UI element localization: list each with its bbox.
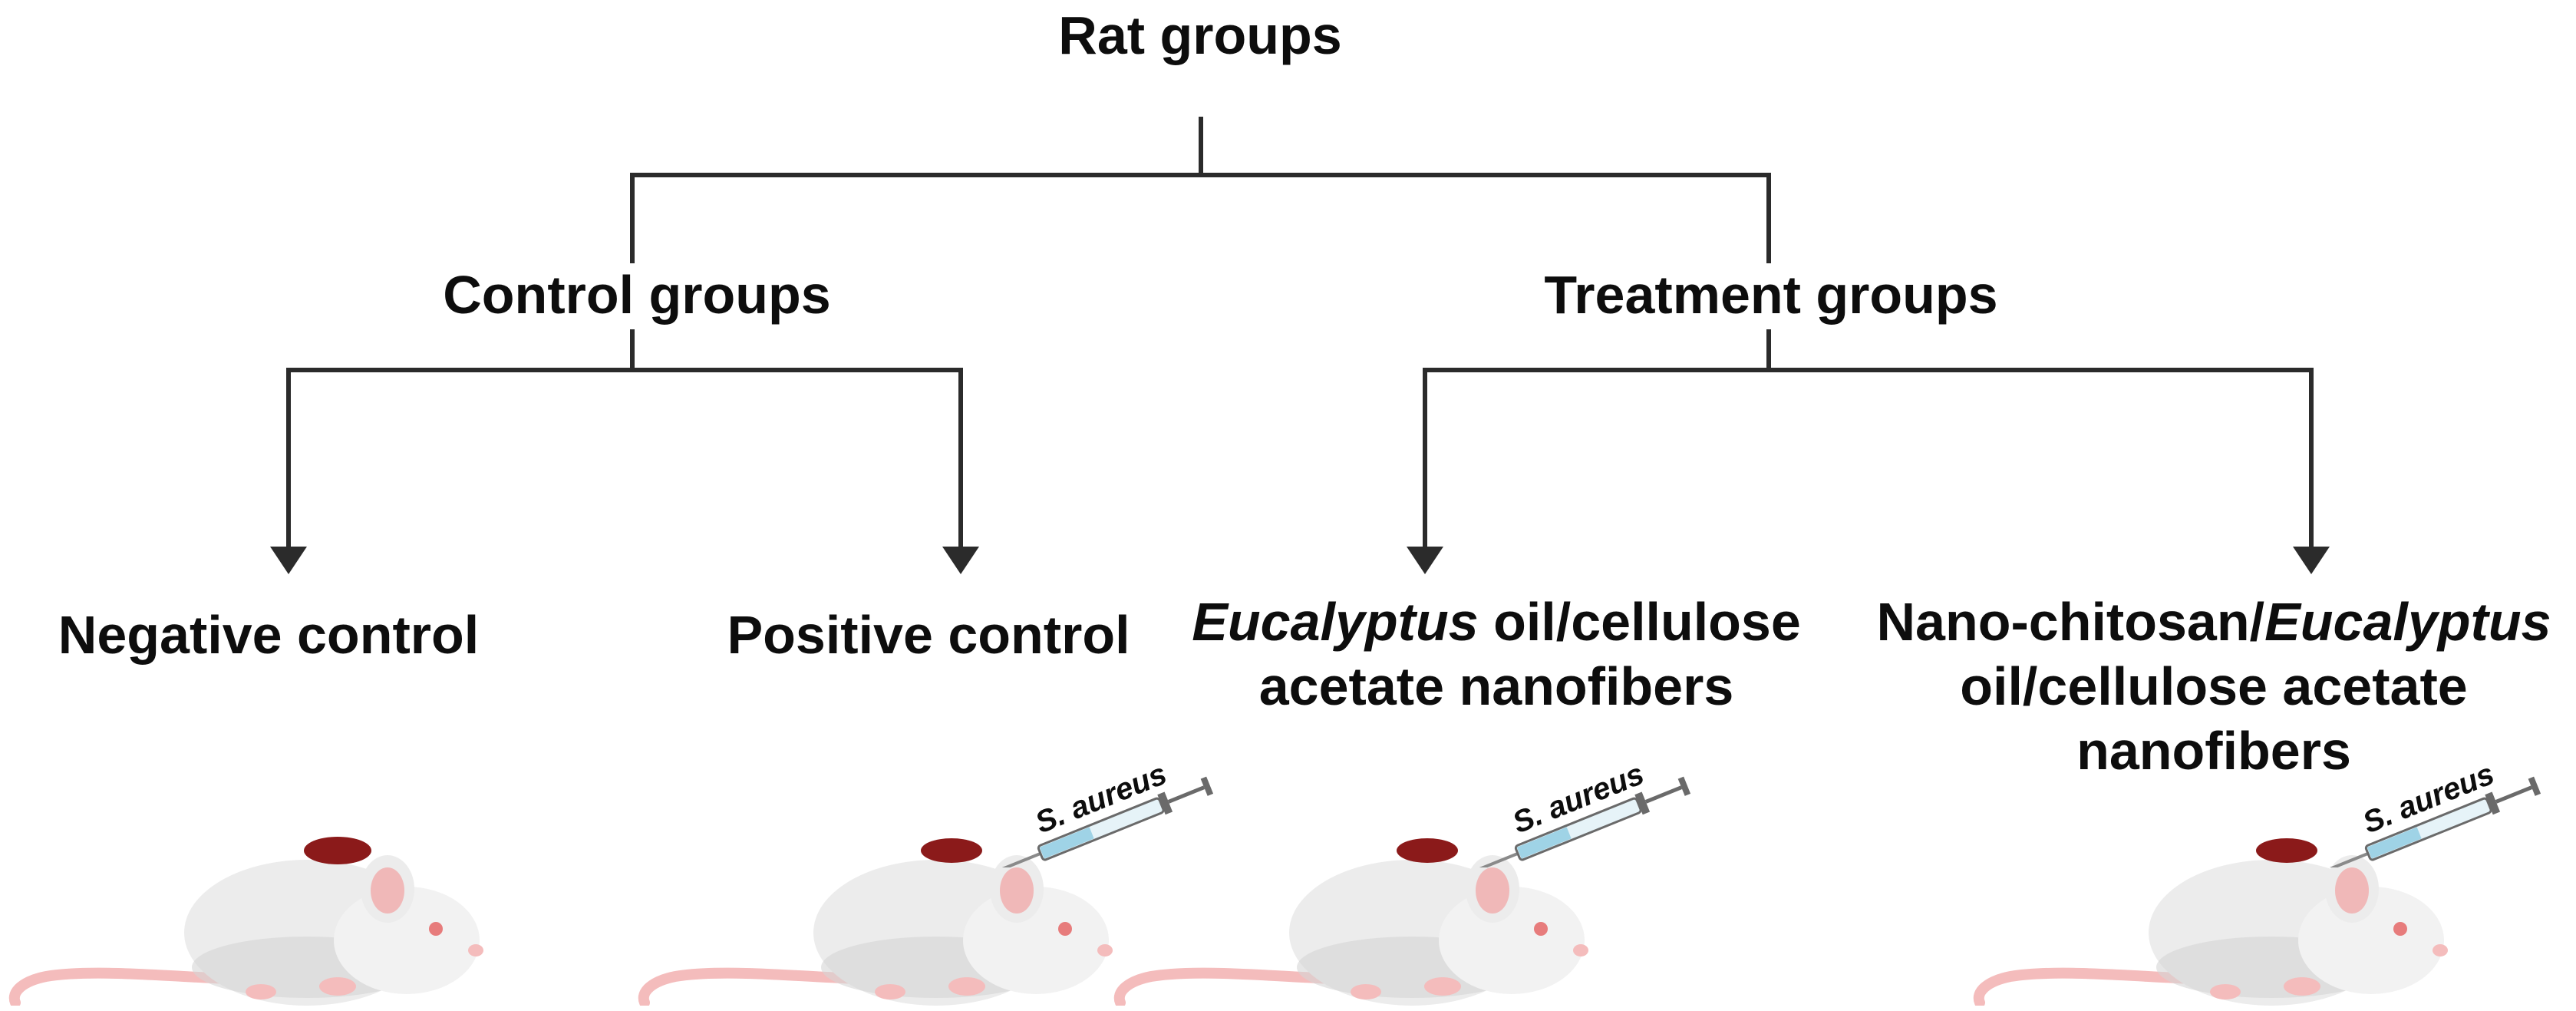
eucalyptus-label-line1: Eucalyptus oil/cellulose bbox=[1151, 590, 1842, 654]
nano-label-line3: nanofibers bbox=[2076, 721, 2351, 781]
eucalyptus-label-line2: acetate nanofibers bbox=[1258, 656, 1734, 716]
nano-chitosan-group-label: Nano-chitosan/Eucalyptus oil/cellulose a… bbox=[1857, 590, 2571, 783]
rat-icon bbox=[638, 838, 1113, 1006]
wound-icon bbox=[1397, 838, 1458, 863]
arrow-down-icon bbox=[270, 547, 307, 574]
arrow-down-icon bbox=[2293, 547, 2330, 574]
diagram-title: Rat groups bbox=[1058, 5, 1342, 65]
rat-icon bbox=[1113, 838, 1588, 1006]
negative-control-label: Negative control bbox=[58, 605, 480, 665]
control-groups-label: Control groups bbox=[443, 265, 831, 325]
syringe-icon: S. aureus bbox=[997, 757, 1214, 867]
arrow-down-icon bbox=[942, 547, 979, 574]
eucalyptus-italic: Eucalyptus bbox=[1192, 592, 1479, 652]
nano-line1-prefix: Nano-chitosan/ bbox=[1876, 592, 2265, 652]
syringe-icon: S. aureus bbox=[2324, 757, 2541, 867]
eucalyptus-line1-rest: oil/cellulose bbox=[1478, 592, 1801, 652]
nano-label-line1: Nano-chitosan/Eucalyptus bbox=[1857, 590, 2571, 654]
positive-control-label: Positive control bbox=[727, 605, 1130, 665]
wound-icon bbox=[2256, 838, 2317, 863]
rat-icon bbox=[8, 837, 483, 1006]
eucalyptus-group-label: Eucalyptus oil/cellulose acetate nanofib… bbox=[1151, 590, 1842, 719]
arrow-down-icon bbox=[1407, 547, 1443, 574]
nano-label-line2: oil/cellulose acetate bbox=[1960, 656, 2468, 716]
nano-line1-italic: Eucalyptus bbox=[2264, 592, 2551, 652]
rat-icon bbox=[1973, 838, 2448, 1006]
wound-icon bbox=[304, 837, 371, 864]
treatment-groups-label: Treatment groups bbox=[1544, 265, 1998, 325]
wound-icon bbox=[921, 838, 982, 863]
syringe-icon: S. aureus bbox=[1474, 757, 1691, 867]
